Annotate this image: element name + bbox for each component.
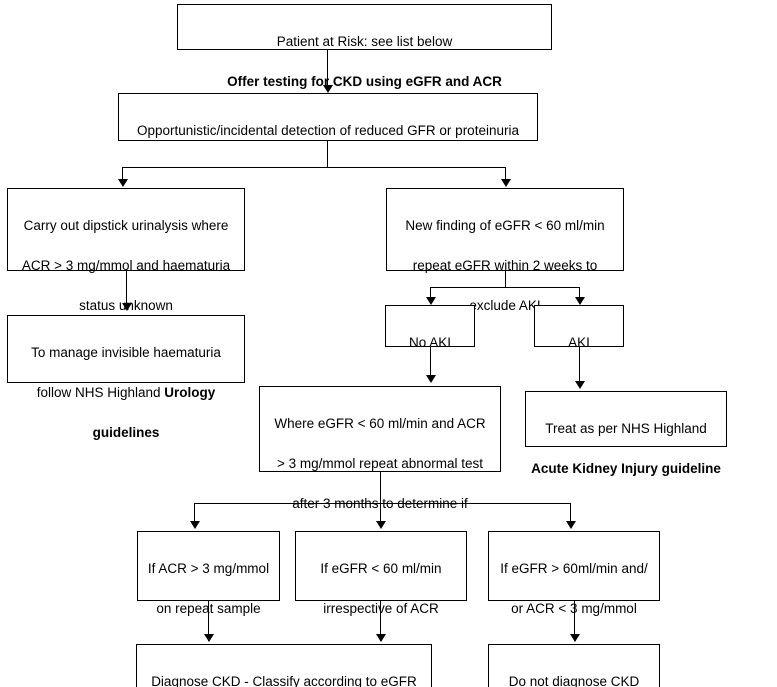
- node-invisible-haematuria: To manage invisible haematuria follow NH…: [7, 315, 245, 440]
- diagnose-ckd-line1: Diagnose CKD - Classify according to eGF…: [151, 674, 417, 687]
- where-egfr-line2: > 3 mg/mmol repeat abnormal test: [277, 456, 483, 471]
- node-if-acr-high: If ACR > 3 mg/mmol on repeat sample: [137, 531, 280, 616]
- connector-if-egfr-low-to-diagnose: [380, 601, 381, 641]
- new-finding-line2: repeat eGFR within 2 weeks to: [412, 258, 598, 273]
- where-egfr-line1: Where eGFR < 60 ml/min and ACR: [274, 416, 486, 431]
- if-egfr-high-line2: or ACR < 3 mg/mmol: [511, 601, 637, 616]
- node-treat-aki-guideline-text: Treat as per NHS Highland Acute Kidney I…: [530, 399, 722, 479]
- node-new-finding-egfr: New finding of eGFR < 60 ml/min repeat e…: [386, 188, 624, 313]
- node-if-egfr-low-text: If eGFR < 60 ml/min irrespective of ACR: [300, 539, 462, 619]
- dipstick-line2: ACR > 3 mg/mmol and haematuria: [21, 258, 231, 273]
- new-finding-line3: exclude AKI: [469, 298, 541, 313]
- connector-aki-to-treat: [579, 347, 580, 387]
- arrowhead-diagnose-mid: [376, 634, 386, 642]
- haematuria-line2: follow NHS Highland: [36, 385, 165, 400]
- node-where-egfr-repeat: Where eGFR < 60 ml/min and ACR > 3 mg/mm…: [259, 386, 501, 551]
- connector-if-egfr-high-to-not-diagnose: [574, 601, 575, 641]
- arrowhead-dipstick: [118, 179, 128, 187]
- connector-three-way-left-drop: [194, 503, 195, 525]
- connector-three-way-mid-drop: [380, 503, 381, 525]
- connector-three-way-right-drop: [570, 503, 571, 525]
- do-not-diagnose-line1: Do not diagnose CKD: [508, 674, 640, 687]
- node-aki-text: AKI: [539, 313, 619, 353]
- node-patient-at-risk: Patient at Risk: see list below Offer te…: [177, 4, 552, 89]
- connector-if-acr-to-diagnose: [208, 601, 209, 641]
- node-dipstick-urinalysis: Carry out dipstick urinalysis where ACR …: [7, 188, 245, 313]
- connector-new-finding-stem: [505, 271, 506, 288]
- treat-aki-line1: Treat as per NHS Highland: [545, 421, 707, 436]
- no-aki-line1: No AKI: [408, 335, 452, 350]
- aki-line1: AKI: [568, 335, 590, 350]
- patient-at-risk-line1: Patient at Risk: see list below: [276, 34, 453, 49]
- node-opportunistic-detection-text: Opportunistic/incidental detection of re…: [123, 101, 533, 141]
- arrowhead-no-aki: [426, 297, 436, 305]
- arrowhead-if-egfr-high: [566, 521, 576, 529]
- node-patient-at-risk-text: Patient at Risk: see list below Offer te…: [182, 12, 547, 92]
- if-egfr-low-line1: If eGFR < 60 ml/min: [320, 561, 442, 576]
- node-if-egfr-low: If eGFR < 60 ml/min irrespective of ACR: [295, 531, 467, 616]
- connector-branch-right-drop: [505, 167, 506, 183]
- haematuria-line3-bold: guidelines: [92, 425, 160, 440]
- connector-where-egfr-stem: [380, 472, 381, 504]
- node-if-acr-high-text: If ACR > 3 mg/mmol on repeat sample: [142, 539, 275, 619]
- node-diagnose-ckd: Diagnose CKD - Classify according to eGF…: [136, 644, 432, 687]
- connector-risk-to-opportunistic: [327, 50, 328, 89]
- if-acr-line1: If ACR > 3 mg/mmol: [147, 561, 270, 576]
- node-aki: AKI: [534, 305, 624, 350]
- connector-no-aki-drop: [430, 287, 431, 301]
- treat-aki-line2-bold: Acute Kidney Injury guideline: [531, 461, 721, 476]
- arrowhead-new-finding: [501, 179, 511, 187]
- arrowhead-aki: [575, 297, 585, 305]
- arrowhead-where-egfr: [426, 375, 436, 383]
- node-invisible-haematuria-text: To manage invisible haematuria follow NH…: [12, 323, 240, 443]
- node-if-egfr-high-text: If eGFR > 60ml/min and/ or ACR < 3 mg/mm…: [493, 539, 655, 619]
- node-dipstick-urinalysis-text: Carry out dipstick urinalysis where ACR …: [12, 196, 240, 316]
- node-diagnose-ckd-text: Diagnose CKD - Classify according to eGF…: [141, 652, 427, 687]
- if-acr-line2: on repeat sample: [156, 601, 261, 616]
- opportunistic-line1: Opportunistic/incidental detection of re…: [137, 123, 519, 138]
- node-no-aki-text: No AKI: [390, 313, 470, 353]
- connector-aki-split-bar: [430, 287, 580, 288]
- node-no-aki: No AKI: [385, 305, 475, 350]
- node-do-not-diagnose-ckd-text: Do not diagnose CKD: [493, 652, 655, 687]
- arrowhead-if-egfr-low: [376, 521, 386, 529]
- dipstick-line1: Carry out dipstick urinalysis where: [23, 218, 229, 233]
- node-if-egfr-high: If eGFR > 60ml/min and/ or ACR < 3 mg/mm…: [488, 531, 660, 616]
- connector-opportunistic-stem: [327, 141, 328, 168]
- arrowhead-not-diagnose: [570, 634, 580, 642]
- connector-three-way-bar: [194, 503, 571, 504]
- if-egfr-low-line2: irrespective of ACR: [323, 601, 439, 616]
- new-finding-line1: New finding of eGFR < 60 ml/min: [405, 218, 605, 233]
- arrowhead-diagnose-left: [204, 634, 214, 642]
- arrowhead-opportunistic: [323, 85, 333, 93]
- connector-branch-left-drop: [122, 167, 123, 183]
- arrowhead-if-acr: [190, 521, 200, 529]
- connector-dipstick-to-haematuria: [126, 271, 127, 307]
- arrowhead-haematuria: [122, 303, 132, 311]
- connector-branch-bar-top: [122, 167, 506, 168]
- if-egfr-high-line1: If eGFR > 60ml/min and/: [500, 561, 648, 576]
- haematuria-line1: To manage invisible haematuria: [31, 345, 221, 360]
- node-do-not-diagnose-ckd: Do not diagnose CKD: [488, 644, 660, 687]
- haematuria-line2-bold: Urology: [164, 385, 216, 400]
- node-opportunistic-detection: Opportunistic/incidental detection of re…: [118, 93, 538, 141]
- connector-no-aki-to-where-egfr: [430, 347, 431, 381]
- connector-aki-drop: [579, 287, 580, 301]
- arrowhead-treat-aki: [575, 381, 585, 389]
- patient-at-risk-line2: Offer testing for CKD using eGFR and ACR: [227, 74, 502, 89]
- node-new-finding-egfr-text: New finding of eGFR < 60 ml/min repeat e…: [391, 196, 619, 316]
- node-treat-aki-guideline: Treat as per NHS Highland Acute Kidney I…: [525, 391, 727, 476]
- dipstick-line3: status unknown: [79, 298, 173, 313]
